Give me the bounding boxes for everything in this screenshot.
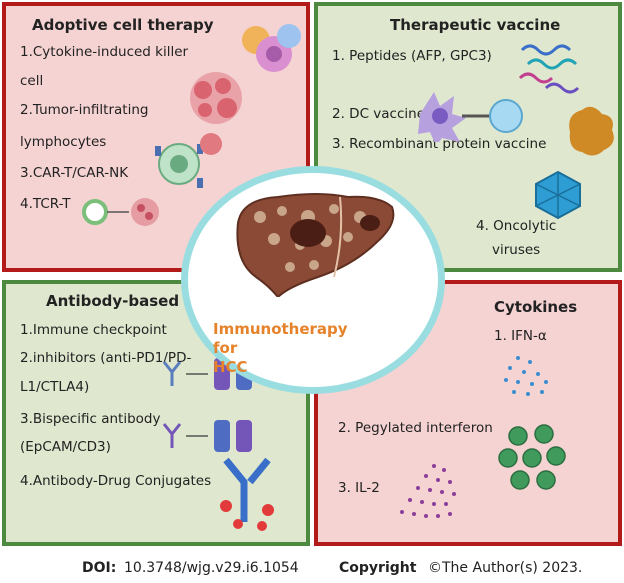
dc-vaccine-icon (418, 92, 523, 142)
footer: DOI: 10.3748/wjg.v29.i6.1054 Copyright ©… (0, 556, 624, 583)
antibody-item: (EpCAM/CD3) (20, 439, 111, 455)
cytokines-item: 1. IFN-α (494, 328, 547, 344)
adoptive-item: 2.Tumor-infiltrating (20, 102, 149, 118)
antibody-item: 3.Bispecific antibody (20, 411, 161, 427)
adoptive-item: 3.CAR-T/CAR-NK (20, 165, 129, 181)
vaccine-item: 1. Peptides (AFP, GPC3) (332, 48, 492, 64)
center-label-line2: HCC (213, 358, 248, 376)
adoptive-item: cell (20, 73, 44, 89)
adoptive-title: Adoptive cell therapy (32, 16, 214, 34)
antibody-drug-conjugate-icon (220, 457, 274, 531)
liver-icon (236, 193, 395, 297)
killer-cell-tumor-icon (190, 72, 242, 124)
center-label-line1: Immunotherapy for (213, 320, 348, 357)
recombinant-protein-icon (569, 106, 614, 156)
center-circle (181, 166, 445, 394)
vaccine-title: Therapeutic vaccine (390, 16, 561, 34)
doi-value: 10.3748/wjg.v29.i6.1054 (124, 560, 299, 576)
adoptive-cell-therapy-panel: Adoptive cell therapy 1.Cytokine-induced… (2, 2, 310, 272)
cytokines-title: Cytokines (494, 298, 578, 316)
vaccine-item: 3. Recombinant protein vaccine (332, 136, 547, 152)
antibody-title: Antibody-based (46, 292, 180, 310)
antibody-item: 1.Immune checkpoint (20, 322, 167, 338)
tcr-t-cell-icon (82, 198, 159, 226)
bispecific-antibody-icon (162, 420, 252, 452)
adoptive-item: 1.Cytokine-induced killer (20, 44, 189, 60)
adoptive-item: lymphocytes (20, 134, 107, 150)
antibody-item: 2.inhibitors (anti-PD1/PD- (20, 350, 192, 366)
cytokines-item: 3. IL-2 (338, 480, 380, 496)
vaccine-item: 4. Oncolytic (476, 218, 557, 234)
immune-cells-icon (242, 24, 301, 72)
peptides-icon (518, 44, 580, 94)
vaccine-item: 2. DC vaccine (332, 106, 426, 122)
center-label: Immunotherapy for HCC (213, 320, 373, 377)
antibody-item: 4.Antibody-Drug Conjugates (20, 473, 212, 489)
pegylated-interferon-icon (498, 424, 566, 490)
antibody-item: L1/CTLA4) (20, 379, 90, 395)
copyright-value: ©The Author(s) 2023. (428, 560, 583, 576)
il-2-dots-icon (400, 464, 456, 518)
car-t-cell-icon (155, 133, 222, 188)
ifn-alpha-dots-icon (504, 356, 548, 396)
cytokines-item: 2. Pegylated interferon (338, 420, 493, 436)
copyright-label: Copyright (339, 560, 417, 576)
adoptive-item: 4.TCR-T (20, 196, 71, 212)
oncolytic-virus-icon (535, 170, 581, 220)
doi-label: DOI: (82, 560, 117, 576)
vaccine-item: viruses (492, 242, 541, 258)
